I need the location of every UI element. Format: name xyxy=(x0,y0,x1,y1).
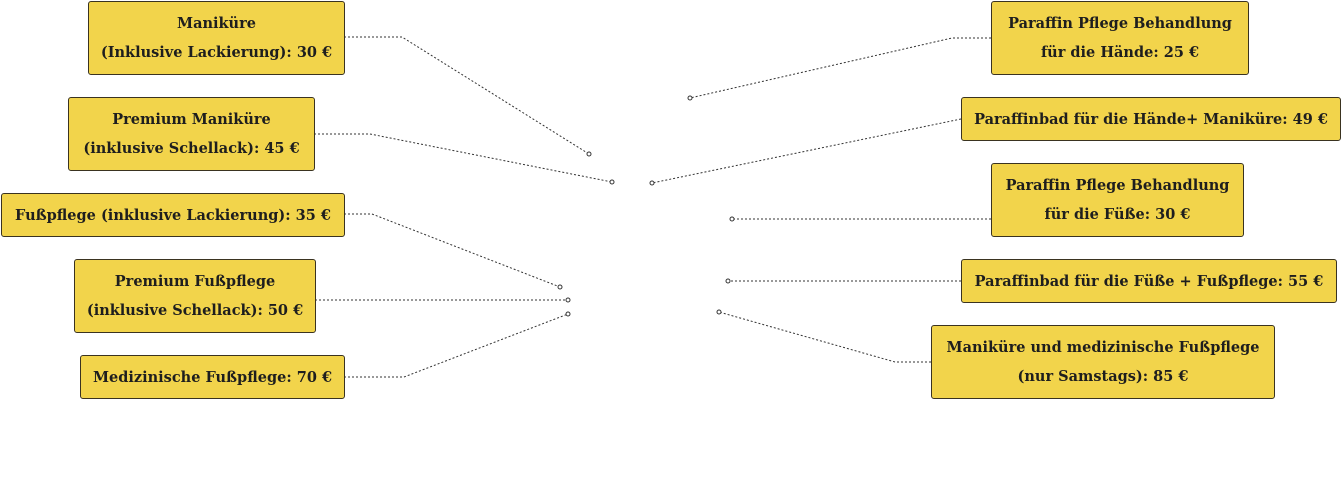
connector-fusspflege xyxy=(344,213,561,288)
connector-paraffinbad-haende xyxy=(651,118,962,184)
connector-medizinische-fusspflege xyxy=(344,313,569,378)
label-line: für die Füße: 30 € xyxy=(1044,206,1191,223)
label-line: Medizinische Fußpflege: 70 € xyxy=(92,368,333,386)
label-medizinische-fusspflege: Medizinische Fußpflege: 70 € xyxy=(80,355,345,399)
label-line: Fußpflege (inklusive Lackierung): 35 € xyxy=(15,206,331,224)
connector-paraffin-haende xyxy=(689,37,991,99)
label-premium-fusspflege: Premium Fußpflege (inklusive Schellack):… xyxy=(74,259,316,333)
label-line: Paraffin Pflege Behandlung xyxy=(1005,177,1230,194)
anchor-dot xyxy=(565,311,571,317)
anchor-dot xyxy=(557,284,563,290)
label-paraffinbad-haende: Paraffinbad für die Hände+ Maniküre: 49 … xyxy=(961,97,1341,141)
connector-manikuere-medizinisch xyxy=(718,311,931,363)
anchor-dot xyxy=(725,278,731,284)
label-line: Paraffin Pflege Behandlung xyxy=(1008,15,1232,32)
label-line: Premium Fußpflege xyxy=(114,273,276,290)
label-paraffinbad-fuesse: Paraffinbad für die Füße + Fußpflege: 55… xyxy=(961,259,1337,303)
label-fusspflege: Fußpflege (inklusive Lackierung): 35 € xyxy=(1,193,345,237)
label-line: (nur Samstags): 85 € xyxy=(1017,368,1189,385)
label-manikuere: Maniküre (Inklusive Lackierung): 30 € xyxy=(88,1,345,75)
label-line: (Inklusive Lackierung): 30 € xyxy=(100,44,333,61)
anchor-dot xyxy=(687,95,693,101)
label-premium-manikuere: Premium Maniküre (inklusive Schellack): … xyxy=(68,97,315,171)
label-line: Maniküre und medizinische Fußpflege xyxy=(946,339,1260,356)
label-manikuere-medizinisch: Maniküre und medizinische Fußpflege (nur… xyxy=(931,325,1275,399)
label-line: Premium Maniküre xyxy=(112,111,271,128)
label-paraffin-haende: Paraffin Pflege Behandlung für die Hände… xyxy=(991,1,1249,75)
label-line: Maniküre xyxy=(177,15,256,32)
label-line: Paraffinbad für die Füße + Fußpflege: 55… xyxy=(974,272,1324,290)
label-line: (inklusive Schellack): 45 € xyxy=(83,140,300,157)
anchor-dot xyxy=(649,180,655,186)
label-line: (inklusive Schellack): 50 € xyxy=(86,302,304,319)
anchor-dot xyxy=(565,297,571,303)
anchor-dot xyxy=(609,179,615,185)
connector-manikuere xyxy=(344,36,590,155)
anchor-dot xyxy=(586,151,592,157)
label-line: Paraffinbad für die Hände+ Maniküre: 49 … xyxy=(974,110,1328,128)
connector-premium-manikuere xyxy=(314,133,613,183)
label-line: für die Hände: 25 € xyxy=(1040,44,1200,61)
anchor-dot xyxy=(716,309,722,315)
label-paraffin-fuesse: Paraffin Pflege Behandlung für die Füße:… xyxy=(991,163,1244,237)
anchor-dot xyxy=(729,216,735,222)
